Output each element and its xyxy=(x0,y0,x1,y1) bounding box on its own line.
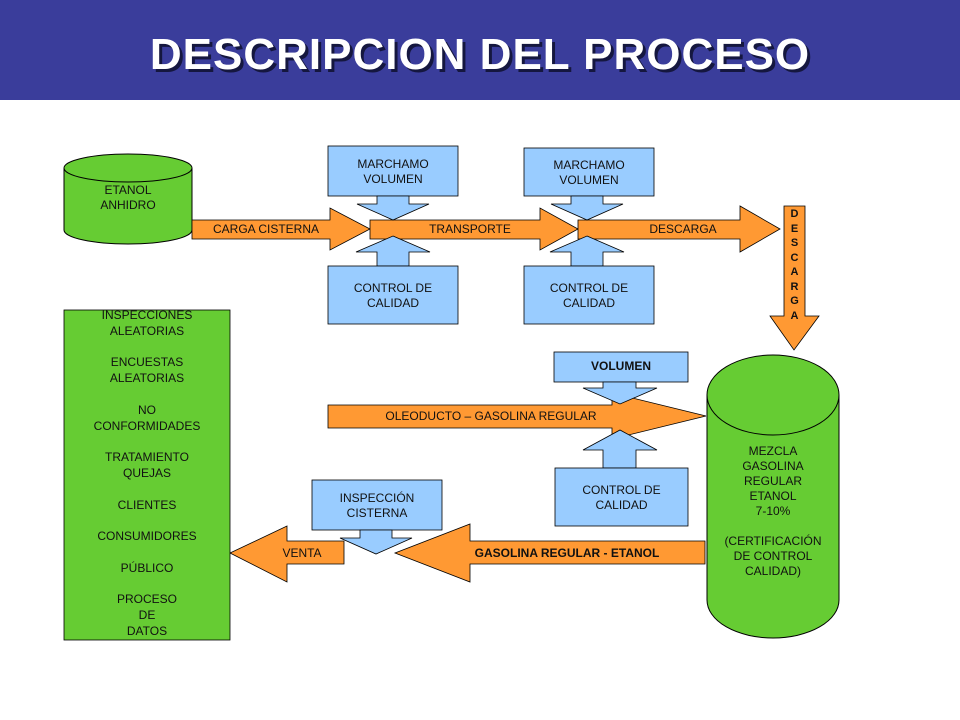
text-line: ETANOL xyxy=(104,183,152,197)
text-line: (CERTIFICACIÓN xyxy=(724,534,822,548)
text-line: CONTROL DE xyxy=(549,281,629,295)
text-line: C xyxy=(790,251,799,264)
arrow-marchamo-2 xyxy=(550,195,624,221)
arrow-volumen xyxy=(582,381,658,405)
text-line: D xyxy=(790,208,799,220)
arrow-control-2 xyxy=(549,235,625,267)
text-line: A xyxy=(790,309,799,322)
text-line: MEZCLA xyxy=(748,444,798,458)
text-line: CISTERNA xyxy=(346,506,408,520)
arrow-oleoducto-label: OLEODUCTO – GASOLINA REGULAR xyxy=(385,409,597,423)
arrow-carga-cisterna xyxy=(191,207,371,251)
text-line: QUEJAS xyxy=(122,465,171,480)
volumen-label: VOLUMEN xyxy=(591,359,651,373)
title-banner xyxy=(0,0,960,100)
arrow-inspeccion xyxy=(339,529,413,555)
text-line xyxy=(64,545,230,561)
text-line: ALEATORIAS xyxy=(109,371,185,386)
arrow-venta xyxy=(229,525,345,583)
box-control-2 xyxy=(523,265,655,325)
text-line: VOLUMEN xyxy=(559,173,619,187)
mezcla-cylinder xyxy=(706,354,840,639)
text-line xyxy=(64,577,230,593)
text-line: DE CONTROL xyxy=(733,549,813,563)
text-line xyxy=(64,434,230,450)
text-line: CALIDAD xyxy=(595,498,648,512)
text-line: R xyxy=(790,280,799,293)
text-line: A xyxy=(790,266,799,278)
box-control-3 xyxy=(554,467,689,527)
text-line: INSPECCIONES xyxy=(101,308,193,322)
text-line: CALIDAD xyxy=(562,296,615,310)
text-line: ANHIDRO xyxy=(100,198,156,212)
text-line xyxy=(64,482,230,498)
text-line: G xyxy=(790,295,799,307)
text-line: GASOLINA xyxy=(742,459,804,473)
arrow-oleoducto xyxy=(327,392,707,440)
box-volumen xyxy=(553,351,689,383)
text-line: CALIDAD) xyxy=(744,564,801,578)
text-line: 7-10% xyxy=(755,504,791,518)
text-line: CONTROL DE xyxy=(582,483,661,497)
arrow-descarga xyxy=(577,205,781,253)
text-line: ETANOL xyxy=(749,489,797,503)
text-line: S xyxy=(790,237,799,249)
arrow-carga-label: CARGA CISTERNA xyxy=(212,222,320,236)
text-line: VOLUMEN xyxy=(363,172,423,186)
inspecciones-panel xyxy=(63,309,231,641)
text-line: INSPECCIÓN xyxy=(339,491,415,505)
text-line: PROCESO xyxy=(116,592,177,607)
text-line xyxy=(64,387,230,403)
text-line xyxy=(712,519,834,534)
etanol-anhidro-cylinder xyxy=(63,153,193,245)
text-line xyxy=(64,513,230,529)
box-control-1 xyxy=(327,265,459,325)
text-line: CONSUMIDORES xyxy=(97,529,197,544)
text-line: CALIDAD xyxy=(366,296,419,310)
text-line: PÚBLICO xyxy=(120,560,174,575)
arrow-venta-label: VENTA xyxy=(282,546,322,560)
text-line: NO xyxy=(138,402,156,417)
arrow-control-3 xyxy=(582,429,658,469)
box-marchamo-1 xyxy=(327,145,459,197)
box-inspeccion-cisterna xyxy=(311,479,443,531)
text-line: REGULAR xyxy=(743,474,802,488)
text-line: E xyxy=(790,222,799,235)
arrow-gasolina-etanol xyxy=(393,523,706,583)
text-line: CONFORMIDADES xyxy=(93,418,201,433)
text-line: DATOS xyxy=(126,623,168,638)
text-line: ENCUESTAS xyxy=(110,355,184,370)
text-line: ALEATORIAS xyxy=(109,323,185,338)
arrow-control-1 xyxy=(355,235,431,267)
text-line: CLIENTES xyxy=(117,497,177,512)
box-marchamo-2 xyxy=(523,147,655,197)
text-line: TRATAMIENTO xyxy=(105,450,189,465)
arrow-descarga-vertical xyxy=(769,205,820,351)
page-title: DESCRIPCION DEL PROCESO xyxy=(149,30,811,79)
arrow-marchamo-1 xyxy=(356,195,430,221)
arrow-transporte-label: TRANSPORTE xyxy=(429,222,511,236)
arrow-gasolina-etanol-label: GASOLINA REGULAR - ETANOL xyxy=(474,546,660,560)
text-line: MARCHAMO xyxy=(553,158,625,172)
arrow-descarga-label: DESCARGA xyxy=(649,222,717,236)
text-line: MARCHAMO xyxy=(357,157,429,171)
text-line: DE xyxy=(138,608,156,623)
text-line: CONTROL DE xyxy=(353,281,433,295)
text-line xyxy=(64,340,230,356)
